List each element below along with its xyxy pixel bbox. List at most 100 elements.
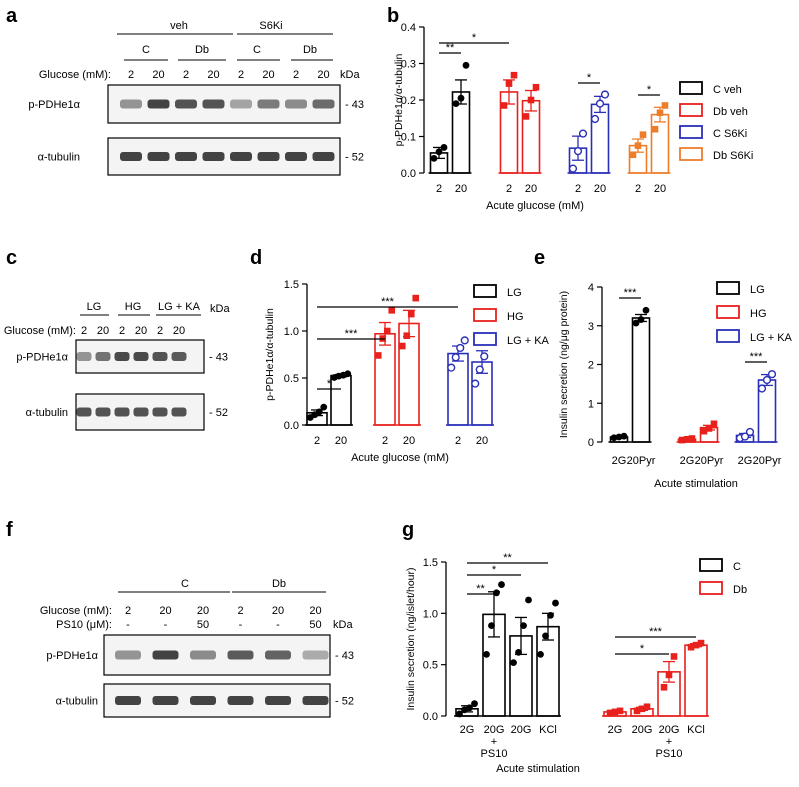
data-point: [430, 155, 438, 162]
x-tick-label: PS10: [656, 748, 683, 760]
significance-label: **: [476, 583, 485, 595]
blot-band: [115, 696, 141, 705]
data-point: [374, 352, 382, 359]
data-point: [407, 310, 415, 318]
x-tick-label: 20Pyr: [627, 455, 656, 467]
legend-label: LG + KA: [507, 335, 550, 347]
data-point: [573, 147, 583, 156]
data-point: [510, 659, 517, 667]
data-point: [320, 403, 328, 411]
y-axis-label: p-PDHe1α/α-tubulin: [393, 54, 405, 147]
blot-group-label: LG + KA: [158, 301, 201, 313]
data-point: [568, 164, 578, 173]
data-point: [762, 375, 772, 385]
blot-band: [76, 352, 92, 361]
blot-band: [152, 696, 179, 705]
data-point: [480, 352, 489, 361]
panel-letter-c: c: [6, 247, 17, 269]
blot-row-label: α-tubulin: [56, 696, 98, 708]
data-point: [398, 342, 406, 350]
blot-band: [285, 152, 307, 161]
panel-letter-d: d: [250, 247, 262, 269]
data-point: [456, 343, 465, 353]
y-tick-label: 0.2: [401, 95, 416, 107]
blot-group-label: veh: [170, 20, 188, 32]
glucose-value: 20: [197, 605, 209, 617]
data-point: [457, 94, 465, 102]
data-point: [440, 144, 448, 151]
y-tick-label: 0.5: [284, 373, 299, 385]
data-point: [525, 596, 532, 604]
blot-row-label: p-PDHe1α: [28, 99, 80, 111]
glucose-value: 2: [183, 69, 189, 81]
glucose-value: 2: [81, 325, 87, 337]
data-point: [510, 71, 518, 79]
data-point: [505, 80, 513, 87]
x-tick-label: 20: [455, 183, 467, 195]
data-point: [466, 704, 473, 712]
data-point: [616, 707, 624, 715]
data-point: [660, 683, 668, 691]
data-point: [520, 622, 527, 630]
x-tick-label: 2: [575, 183, 581, 195]
y-axis-label: p-PDHe1α/α-tubulin: [264, 308, 276, 401]
panel-letter-a: a: [6, 5, 18, 27]
x-tick-label: 20: [654, 183, 666, 195]
bar: [374, 333, 396, 426]
legend-swatch: [716, 305, 740, 319]
glucose-value: 20: [135, 325, 147, 337]
glucose-row-label: Glucose (mM):: [40, 605, 112, 617]
data-point: [687, 643, 695, 651]
blot-band: [302, 650, 329, 660]
data-point: [471, 379, 480, 388]
data-point: [634, 142, 642, 149]
blot-band: [171, 407, 187, 417]
x-tick-label: 2G: [608, 724, 623, 736]
data-point: [412, 294, 420, 302]
ps10-value: -: [239, 619, 243, 631]
glucose-row-label: Glucose (mM):: [4, 325, 76, 337]
blot-row-label: p-PDHe1α: [16, 352, 68, 364]
data-point: [688, 435, 696, 442]
glucose-value: 20: [262, 69, 274, 81]
kda-label: kDa: [210, 303, 230, 315]
y-tick-label: 0.0: [401, 168, 416, 180]
data-point: [697, 639, 705, 647]
data-point: [610, 434, 618, 442]
glucose-value: 20: [317, 69, 329, 81]
data-point: [638, 705, 646, 713]
glucose-value: 20: [152, 69, 164, 81]
panel-letter-b: b: [387, 5, 399, 27]
data-point: [710, 420, 718, 428]
blot-kda-marker: - 43: [209, 352, 228, 364]
bar: [684, 644, 708, 717]
x-tick-label: 20: [476, 435, 488, 447]
y-tick-label: 2: [588, 360, 594, 372]
glucose-row-label: Glucose (mM):: [39, 69, 111, 81]
significance-label: ***: [649, 626, 663, 638]
data-point: [488, 622, 495, 630]
significance-label: *: [472, 32, 477, 44]
data-point: [547, 611, 554, 619]
blot-band: [120, 99, 142, 109]
data-point: [683, 435, 691, 443]
significance-label: **: [503, 552, 512, 564]
data-point: [620, 432, 628, 440]
x-tick-label: +: [491, 736, 497, 748]
glucose-value: 20: [159, 605, 171, 617]
significance-label: *: [327, 378, 332, 390]
x-tick-label: KCl: [539, 724, 557, 736]
legend-label: Db: [733, 584, 747, 596]
y-tick-label: 1.5: [284, 279, 299, 291]
data-point: [740, 432, 750, 441]
blot-band: [175, 99, 197, 109]
legend-swatch: [679, 81, 703, 95]
data-point: [500, 102, 508, 109]
data-point: [527, 96, 535, 104]
data-point: [462, 61, 470, 69]
